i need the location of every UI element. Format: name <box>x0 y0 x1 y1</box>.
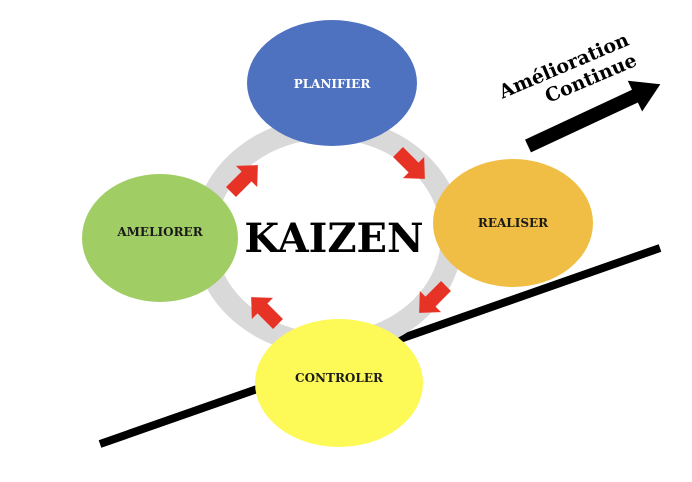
step-realiser: REALISER <box>433 159 593 287</box>
arrow-controler-to-ameliorer <box>251 297 283 329</box>
realiser-label: REALISER <box>478 216 549 230</box>
step-planifier: PLANIFIER <box>247 20 417 146</box>
planifier-ellipse <box>247 20 417 146</box>
ameliorer-label: AMELIORER <box>116 225 203 239</box>
step-ameliorer: AMELIORER <box>82 174 238 302</box>
step-controler: CONTROLER <box>255 319 423 447</box>
arrow-planifier-to-realiser <box>393 147 425 179</box>
controler-ellipse <box>255 319 423 447</box>
controler-label: CONTROLER <box>295 371 384 385</box>
ameliorer-ellipse <box>82 174 238 302</box>
planifier-label: PLANIFIER <box>294 77 372 91</box>
center-disc <box>216 139 440 333</box>
kaizen-title: KAIZEN <box>244 215 423 262</box>
realiser-ellipse <box>433 159 593 287</box>
trend-arrow-icon <box>525 80 661 153</box>
arrow-ameliorer-to-planifier <box>226 165 258 197</box>
arrow-realiser-to-controler <box>419 281 451 313</box>
